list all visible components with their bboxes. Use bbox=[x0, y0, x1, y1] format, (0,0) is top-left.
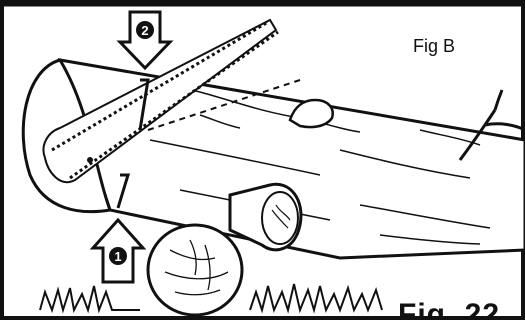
arrow-step-1: 1 bbox=[93, 220, 143, 282]
step-1-number: 1 bbox=[114, 249, 121, 264]
branch-stub-face bbox=[262, 192, 298, 244]
step-2-number: 2 bbox=[141, 23, 148, 38]
arrow-step-2: 2 bbox=[120, 12, 170, 68]
figure-number: Fig. 22 bbox=[398, 298, 500, 320]
figure-label: Fig B bbox=[413, 36, 455, 57]
support-log bbox=[148, 225, 242, 315]
